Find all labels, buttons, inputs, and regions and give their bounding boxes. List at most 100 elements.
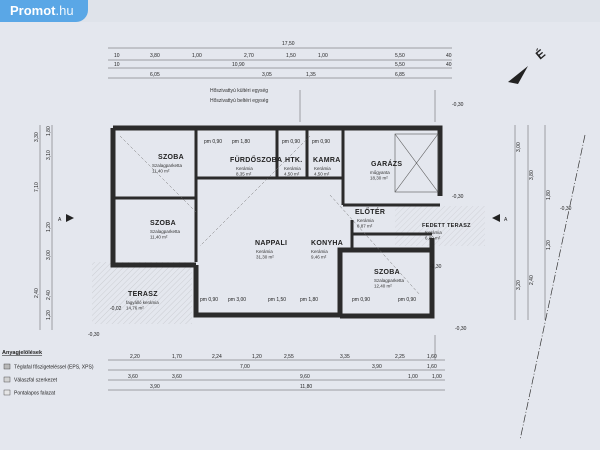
dim-top-8: 40	[446, 53, 452, 59]
dim-bot-17: 3,90	[150, 384, 160, 390]
dim-left-2: 3,30	[34, 132, 40, 142]
legend-swatch-2	[3, 376, 11, 383]
dim-total: 17,50	[282, 41, 295, 47]
top-dimensions: 17,50 10 3,80 1,00 2,70 1,50 1,00 5,50 4…	[114, 41, 452, 78]
opening-2: pm 1,80	[232, 139, 250, 145]
opening-labels: pm 0,90 pm 1,80 pm 0,90 pm 0,90 pm 3,00 …	[200, 139, 416, 303]
dim-top-9: 10	[114, 62, 120, 68]
dim-bot-14: 9,60	[300, 374, 310, 380]
dim-right-3: 3,20	[516, 280, 522, 290]
dim-top-4: 2,70	[244, 53, 254, 59]
bottom-dimensions: 2,20 1,70 2,24 1,20 2,55 3,35 2,25 1,60 …	[128, 354, 442, 390]
dim-left-3: 2,40	[34, 288, 40, 298]
dim-right-6: 1,80	[546, 190, 552, 200]
room-name-konyha: KONYHA	[311, 240, 343, 247]
dim-top-1: 10	[114, 53, 120, 59]
dim-bot-4: 1,20	[252, 354, 262, 360]
dim-bot-10: 3,90	[372, 364, 382, 370]
dim-top-11: 5,50	[395, 62, 405, 68]
dim-top-14: 3,05	[262, 72, 272, 78]
level-2: -0,30	[452, 194, 464, 200]
level-6: -0,30	[88, 332, 100, 338]
dim-bot-18: 11,80	[300, 384, 312, 390]
room-name-eloter: ELŐTÉR	[355, 207, 385, 216]
dim-top-5: 1,50	[286, 53, 296, 59]
dim-bot-3: 2,24	[212, 354, 222, 360]
note-outdoor-unit: Hőszivattyú kültéri egység	[210, 88, 268, 94]
level-5: -0,30	[455, 326, 467, 332]
dim-bot-16: 1,00	[432, 374, 442, 380]
legend-label-1: Téglafal főszigeteléssel (EPS, XPS)	[14, 365, 94, 371]
room-name-kamra: KAMRA	[313, 157, 341, 164]
legend-title: Anyagjelölések	[2, 350, 43, 356]
room-name-nappali: NAPPALI	[255, 240, 287, 247]
level-4: -0,30	[430, 264, 442, 270]
dim-bot-1: 2,20	[130, 354, 140, 360]
opening-8: pm 1,80	[300, 297, 318, 303]
dimension-rails	[39, 47, 546, 391]
dim-top-10: 10,90	[232, 62, 245, 68]
left-dimensions: 7,10 3,30 2,40 3,10 1,80 1,20 3,00 2,40 …	[34, 126, 52, 320]
site-logo[interactable]: Promot.hu	[0, 0, 88, 22]
room-name-garazs: GARÁZS	[371, 159, 402, 168]
level-marks: -0,30 -0,30 -0,30 -0,30 -0,30 -0,30 -0,0…	[88, 102, 572, 338]
room-name-terasz: TERASZ	[128, 291, 158, 298]
dim-bot-5: 2,55	[284, 354, 294, 360]
dim-top-3: 1,00	[192, 53, 202, 59]
note-indoor-unit: Hőszivattyú beltéri egység	[210, 98, 269, 104]
dim-left-7: 3,00	[46, 250, 52, 260]
opening-3: pm 0,90	[282, 139, 300, 145]
dim-right-5: 1,20	[546, 240, 552, 250]
section-markers: A A	[58, 214, 508, 223]
legend-swatch-1	[3, 363, 11, 370]
legend-label-3: Pontalapos falazat	[14, 391, 56, 397]
dim-bot-13: 3,60	[172, 374, 182, 380]
level-3: -0,30	[560, 206, 572, 212]
dim-right-4: 2,40	[529, 275, 535, 285]
dim-bot-11: 1,60	[427, 364, 437, 370]
covered-terrace-hatch	[395, 206, 485, 246]
dim-top-15: 1,35	[306, 72, 316, 78]
dim-bot-8: 1,60	[427, 354, 437, 360]
opening-4: pm 0,90	[312, 139, 330, 145]
opening-7: pm 1,50	[268, 297, 286, 303]
dim-right-1: 3,00	[516, 142, 522, 152]
room-name-szoba-2: SZOBA	[150, 220, 176, 227]
dim-top-7: 5,50	[395, 53, 405, 59]
dim-left-6: 1,20	[46, 222, 52, 232]
level-7: -0,02	[110, 306, 122, 312]
legend: Anyagjelölések Téglafal főszigeteléssel …	[2, 350, 94, 397]
room-name-fedett-terasz: FEDETT TERASZ	[422, 223, 471, 229]
opening-1: pm 0,90	[204, 139, 222, 145]
dim-bot-12: 3,60	[128, 374, 138, 380]
opening-9: pm 0,90	[352, 297, 370, 303]
dim-top-2: 3,80	[150, 53, 160, 59]
logo-tld: .hu	[55, 3, 74, 18]
legend-label-2: Válaszfal szerkezet	[14, 378, 58, 384]
opening-10: pm 0,90	[398, 297, 416, 303]
dim-left-9: 1,20	[46, 310, 52, 320]
dim-bot-2: 1,70	[172, 354, 182, 360]
section-marker-left: A	[58, 217, 62, 223]
dim-top-13: 6,05	[150, 72, 160, 78]
dim-top-12: 40	[446, 62, 452, 68]
dim-left-8: 2,40	[46, 290, 52, 300]
dim-bot-7: 2,25	[395, 354, 405, 360]
logo-name: Promot	[10, 3, 56, 18]
dim-left-5: 1,80	[46, 126, 52, 136]
opening-6: pm 0,90	[200, 297, 218, 303]
